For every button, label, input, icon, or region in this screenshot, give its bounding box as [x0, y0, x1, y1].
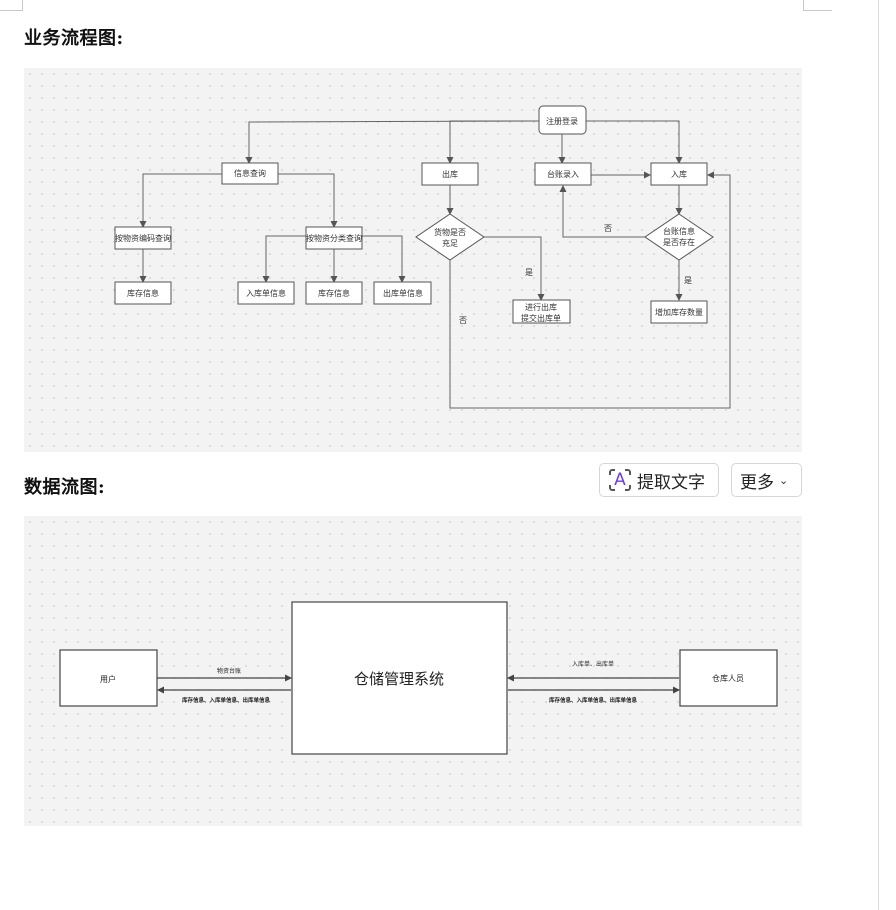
edge-label-yes-outbound: 是	[525, 268, 533, 277]
edge-decision-yes	[484, 236, 545, 301]
edge-info-to-code-query	[139, 173, 222, 228]
data-flow-diagram: 用户 仓储管理系统 仓库人员 物资台账 库存信息、入库单信息、出库单信息 入库单…	[24, 516, 802, 826]
business-flow-svg: 注册登录 信息查询 出库 台账录入 入库 按物资编码查询 按物资分类查询 货物是…	[114, 105, 731, 409]
edge-login-to-inbound	[585, 120, 683, 164]
edge-check-no	[559, 185, 645, 238]
node-query-by-code	[114, 226, 172, 250]
label-query-by-category: 按物资分类查询	[306, 233, 362, 243]
node-outbound	[421, 162, 479, 186]
flow-label-staff-to-system: 入库单、出库单	[572, 660, 614, 668]
label-query-by-code: 按物资编码查询	[115, 233, 171, 243]
entity-user	[59, 649, 158, 707]
page-corner-mark-top-right	[803, 0, 832, 11]
node-do-outbound	[512, 299, 571, 324]
label-do-outbound-1: 进行出库	[525, 302, 557, 312]
edge-login-to-outbound	[446, 120, 539, 164]
node-inbound-order-info	[237, 281, 295, 305]
label-inbound-order-info: 入库单信息	[246, 288, 286, 298]
node-stock-info-1	[114, 281, 172, 305]
flow-label-system-to-staff: 库存信息、入库单信息、出库单信息	[549, 696, 638, 704]
label-stock-info-2: 库存信息	[318, 288, 350, 298]
node-info-query	[221, 162, 279, 185]
edge-login-to-info-query	[245, 120, 540, 164]
node-query-by-category	[305, 226, 363, 250]
label-login: 注册登录	[546, 116, 578, 126]
entity-system	[291, 601, 508, 755]
label-ledger-entry: 台账录入	[547, 169, 579, 179]
label-increase-stock: 增加库存数量	[655, 307, 703, 317]
scrollbar-track[interactable]	[880, 0, 896, 910]
node-login	[538, 105, 587, 135]
flow-label-user-to-system: 物资台账	[217, 667, 241, 675]
entity-staff	[679, 649, 778, 707]
node-increase-stock	[650, 300, 708, 324]
data-flow-svg: 用户 仓储管理系统 仓库人员 物资台账 库存信息、入库单信息、出库单信息 入库单…	[59, 601, 778, 755]
label-do-outbound-2: 提交出库单	[521, 313, 561, 323]
node-inbound	[650, 162, 708, 186]
label-system: 仓储管理系统	[354, 670, 444, 688]
label-ledger-exists-1: 台账信息	[663, 226, 695, 236]
node-goods-sufficient	[415, 213, 485, 261]
page-corner-mark-top-left	[0, 0, 23, 11]
flow-label-system-to-user: 库存信息、入库单信息、出库单信息	[182, 696, 271, 704]
edge-info-to-category-query	[278, 173, 338, 228]
label-goods-sufficient-1: 货物是否	[434, 227, 466, 237]
edge-label-no-outbound: 否	[459, 316, 467, 325]
node-ledger-entry	[534, 162, 592, 186]
edge-category-to-outbound-info	[362, 235, 406, 283]
label-ledger-exists-2: 是否存在	[663, 237, 695, 247]
extract-text-label: 提取文字	[637, 472, 705, 493]
edge-label-no-ledger: 否	[604, 224, 612, 233]
node-ledger-exists	[644, 213, 714, 261]
label-inbound: 入库	[671, 169, 687, 179]
label-info-query: 信息查询	[234, 168, 266, 178]
page-right-edge	[878, 0, 879, 910]
edge-label-yes-ledger: 是	[684, 276, 692, 285]
edge-decision-no-loop	[449, 171, 731, 409]
label-staff: 仓库人员	[712, 673, 744, 683]
more-label: 更多	[740, 472, 774, 493]
label-stock-info-1: 库存信息	[127, 288, 159, 298]
label-outbound-order-info: 出库单信息	[383, 288, 423, 298]
data-flow-heading: 数据流图:	[24, 477, 106, 498]
label-goods-sufficient-2: 充足	[442, 238, 458, 248]
node-outbound-order-info	[373, 281, 432, 305]
extract-text-button[interactable]: A 提取文字	[599, 463, 719, 497]
more-button[interactable]: 更多 ⌄	[731, 463, 802, 497]
text-recognition-icon: A	[609, 469, 631, 491]
node-stock-info-2	[305, 281, 363, 305]
label-outbound: 出库	[442, 169, 458, 179]
edge-category-to-inbound-info	[262, 235, 306, 283]
business-flow-diagram: 注册登录 信息查询 出库 台账录入 入库 按物资编码查询 按物资分类查询 货物是…	[24, 68, 802, 452]
business-flow-heading: 业务流程图:	[24, 28, 124, 49]
chevron-down-icon: ⌄	[779, 473, 789, 487]
label-user: 用户	[100, 674, 116, 684]
